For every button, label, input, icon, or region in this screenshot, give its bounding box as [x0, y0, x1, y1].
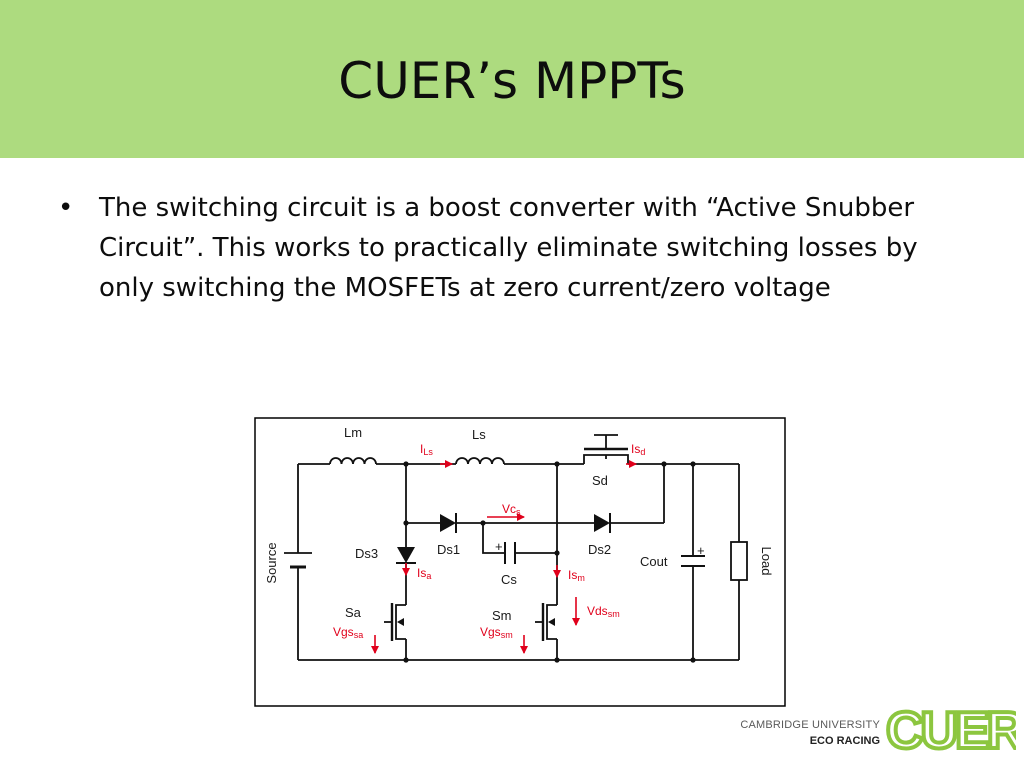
label-ds1: Ds1: [437, 542, 460, 557]
label-cout-plus: +: [697, 543, 705, 558]
label-isa: Isa: [417, 566, 431, 581]
label-vdssm: Vdssm: [587, 604, 620, 619]
mosfet-sm: [535, 603, 557, 641]
mosfet-sd: [583, 434, 629, 464]
label-ism: Ism: [568, 568, 585, 583]
title-bar: [0, 0, 1024, 158]
load-resistor: [730, 541, 748, 581]
label-ds3: Ds3: [355, 546, 378, 561]
label-cout: Cout: [640, 554, 668, 569]
cuer-logo-icon: CUER: [886, 700, 1016, 756]
label-vgssm: Vgssm: [480, 625, 513, 640]
inductor-lm: [329, 457, 377, 465]
label-sa: Sa: [345, 605, 362, 620]
label-vgssa: Vgssa: [333, 625, 363, 640]
source-battery: [284, 552, 312, 569]
bullet-list: • The switching circuit is a boost conve…: [58, 188, 978, 308]
logo-eco-racing-text: ECO RACING: [809, 735, 880, 747]
junction-dots: [403, 461, 696, 663]
diode-ds2: [594, 513, 611, 533]
label-cs: Cs: [501, 572, 517, 587]
label-sd: Sd: [592, 473, 608, 488]
label-vcs: Vcs: [502, 502, 521, 517]
circuit-wires: [297, 463, 740, 661]
bullet-text: The switching circuit is a boost convert…: [99, 193, 918, 303]
label-load: Load: [759, 547, 774, 576]
label-isd: Isd: [631, 442, 645, 457]
current-arrows: [371, 460, 637, 654]
inductor-ls: [455, 457, 505, 465]
logo-university-text: CAMBRIDGE UNIVERSITY: [740, 719, 880, 731]
diagram-frame: [254, 417, 786, 707]
capacitor-cout: [681, 555, 705, 567]
label-sm: Sm: [492, 608, 512, 623]
circuit-diagram: Lm Ls Sd Ds3 Ds1 Ds2 Cs Cout Sa Sm + + S…: [254, 417, 786, 707]
bullet-item: • The switching circuit is a boost conve…: [58, 188, 978, 308]
mosfet-sa: [384, 603, 406, 641]
mosfet-sm-arrow: [548, 618, 555, 626]
label-cs-plus: +: [495, 539, 503, 554]
label-ds2: Ds2: [588, 542, 611, 557]
label-ls: Ls: [472, 427, 486, 442]
logo-mark-text: CUER: [886, 702, 1016, 756]
diode-ds1: [440, 513, 457, 533]
label-source: Source: [264, 542, 279, 583]
bullet-icon: •: [58, 193, 74, 223]
label-ils: ILs: [420, 442, 433, 457]
mosfet-sa-arrow: [397, 618, 404, 626]
slide-title: CUER’s MPPTs: [338, 52, 686, 110]
capacitor-cs: [504, 542, 516, 564]
label-lm: Lm: [344, 425, 362, 440]
